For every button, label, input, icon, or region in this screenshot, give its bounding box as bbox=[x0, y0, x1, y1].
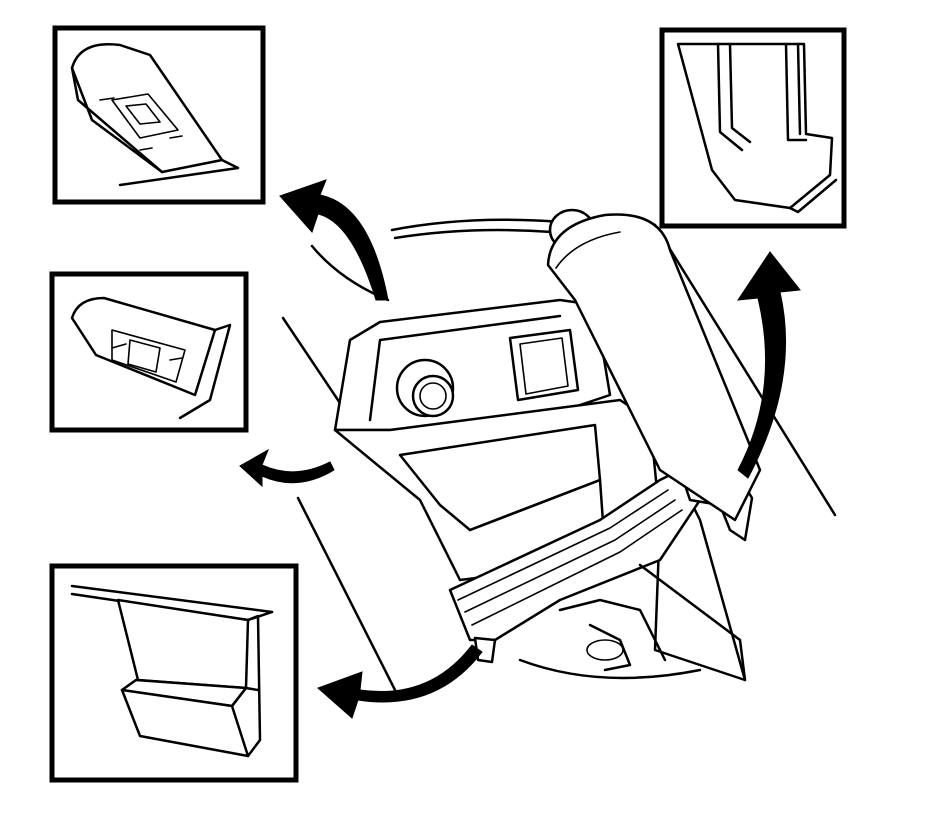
parking-brake-lever bbox=[546, 208, 762, 522]
arrow-to-bottom-left bbox=[317, 644, 483, 719]
arrow-to-top-left bbox=[279, 179, 389, 301]
arrow-to-middle-left bbox=[239, 448, 335, 488]
lighter-knob bbox=[395, 358, 455, 418]
tab-detail-icon bbox=[70, 584, 274, 758]
callout-bottom-left bbox=[49, 563, 299, 783]
clip-retainer-detail-icon bbox=[70, 43, 240, 187]
callout-top-left bbox=[52, 25, 266, 205]
center-console-assembly bbox=[281, 208, 837, 692]
callout-middle-left bbox=[49, 271, 249, 433]
bezel-edge-detail-icon bbox=[676, 42, 838, 214]
arrow-to-top-right bbox=[736, 251, 801, 479]
clip-retainer-detail-icon bbox=[70, 296, 232, 420]
callout-top-right bbox=[659, 27, 847, 229]
square-switch bbox=[508, 328, 580, 402]
